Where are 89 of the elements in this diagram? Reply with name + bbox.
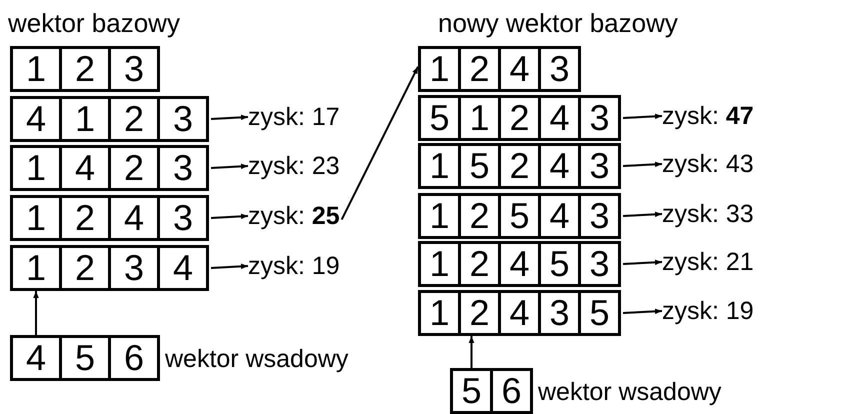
vector-cell: 4 bbox=[538, 98, 578, 138]
vector-cell: 3 bbox=[578, 98, 618, 138]
vector-cell-text: 1 bbox=[24, 198, 48, 238]
arrow bbox=[622, 114, 662, 120]
caption-text: wektor wsadowy bbox=[538, 377, 722, 407]
profit-label: zysk: 19 bbox=[662, 296, 754, 326]
profit-label: zysk: 19 bbox=[248, 251, 340, 281]
arrow bbox=[622, 260, 662, 266]
profit-label: zysk: 21 bbox=[662, 247, 754, 277]
profit-label: zysk: 33 bbox=[662, 199, 754, 229]
vector-cell: 5 bbox=[458, 146, 498, 186]
vector-cell: 1 bbox=[458, 98, 498, 138]
vector-cell-text: 1 bbox=[24, 49, 48, 89]
vector-cell: 3 bbox=[108, 49, 157, 89]
vector-cell: 5 bbox=[498, 196, 538, 236]
vector-cell-text: 4 bbox=[24, 338, 48, 378]
vector-cell-text: 1 bbox=[428, 196, 451, 236]
vector-cell: 2 bbox=[498, 98, 538, 138]
vector-cell: 2 bbox=[458, 293, 498, 333]
profit-label: zysk: 23 bbox=[248, 151, 340, 181]
vector-cell-text: 1 bbox=[428, 244, 451, 284]
heading: nowy wektor bazowy bbox=[438, 8, 678, 38]
vector-cell: 5 bbox=[578, 293, 618, 333]
arrow bbox=[622, 308, 662, 314]
vector-row bbox=[10, 195, 209, 241]
vector-cell: 4 bbox=[538, 146, 578, 186]
vector-cell: 5 bbox=[59, 338, 108, 378]
vector-cell: 2 bbox=[498, 146, 538, 186]
vector-cell-text: 1 bbox=[428, 49, 451, 89]
vector-cell: 2 bbox=[59, 248, 108, 288]
arrow bbox=[340, 66, 419, 220]
arrow bbox=[622, 212, 662, 218]
vector-cell: 3 bbox=[578, 196, 618, 236]
vector-row bbox=[418, 46, 581, 92]
vector-cell: 2 bbox=[458, 49, 498, 89]
arrow bbox=[33, 291, 39, 335]
vector-cell: 4 bbox=[59, 148, 108, 188]
vector-cell: 3 bbox=[538, 49, 578, 89]
vector-cell: 4 bbox=[498, 244, 538, 284]
arrow bbox=[210, 214, 248, 220]
vector-cell: 4 bbox=[157, 248, 206, 288]
profit-label: zysk: 17 bbox=[248, 102, 340, 132]
vector-cell: 5 bbox=[538, 244, 578, 284]
vector-row bbox=[418, 193, 621, 239]
profit-label: zysk: 25 bbox=[248, 201, 340, 231]
vector-cell: 4 bbox=[538, 196, 578, 236]
vector-row bbox=[10, 245, 209, 291]
vector-cell: 2 bbox=[458, 196, 498, 236]
profit-label: zysk: 43 bbox=[662, 149, 754, 179]
vector-cell: 4 bbox=[498, 49, 538, 89]
arrow bbox=[468, 336, 474, 368]
vector-cell: 3 bbox=[578, 244, 618, 284]
vector-cell: 3 bbox=[538, 293, 578, 333]
vector-cell: 2 bbox=[59, 49, 108, 89]
vector-cell: 3 bbox=[108, 248, 157, 288]
vector-cell: 4 bbox=[498, 293, 538, 333]
vector-row bbox=[418, 143, 621, 189]
vector-cell-text: 1 bbox=[428, 146, 451, 186]
vector-cell-text: 1 bbox=[428, 293, 451, 333]
vector-row bbox=[10, 96, 209, 142]
vector-cell: 2 bbox=[458, 244, 498, 284]
vector-cell-text: 5 bbox=[428, 98, 451, 138]
vector-cell: 6 bbox=[108, 338, 157, 378]
vector-cell-text: 1 bbox=[24, 248, 48, 288]
vector-row bbox=[10, 145, 209, 191]
vector-row bbox=[418, 95, 621, 141]
vector-cell: 6 bbox=[490, 371, 530, 411]
arrow bbox=[210, 164, 248, 170]
profit-label: zysk: 47 bbox=[662, 101, 754, 131]
caption-text: wektor wsadowy bbox=[165, 344, 348, 374]
vector-row bbox=[418, 241, 621, 287]
vector-cell: 2 bbox=[108, 148, 157, 188]
vector-row bbox=[418, 290, 621, 336]
vector-row bbox=[10, 46, 160, 92]
arrow bbox=[210, 114, 248, 120]
vector-cell-text: 1 bbox=[24, 148, 48, 188]
heading: wektor bazowy bbox=[8, 8, 180, 38]
vector-cell: 2 bbox=[59, 198, 108, 238]
arrow bbox=[210, 264, 248, 270]
arrow bbox=[622, 162, 662, 168]
vector-cell: 2 bbox=[108, 99, 157, 139]
vector-cell-text: 5 bbox=[460, 371, 483, 411]
vector-cell: 3 bbox=[157, 99, 206, 139]
vector-cell: 4 bbox=[108, 198, 157, 238]
vector-cell-text: 4 bbox=[24, 99, 48, 139]
vector-cell: 3 bbox=[157, 148, 206, 188]
vector-cell: 3 bbox=[157, 198, 206, 238]
vector-cell: 3 bbox=[578, 146, 618, 186]
vector-cell: 1 bbox=[59, 99, 108, 139]
